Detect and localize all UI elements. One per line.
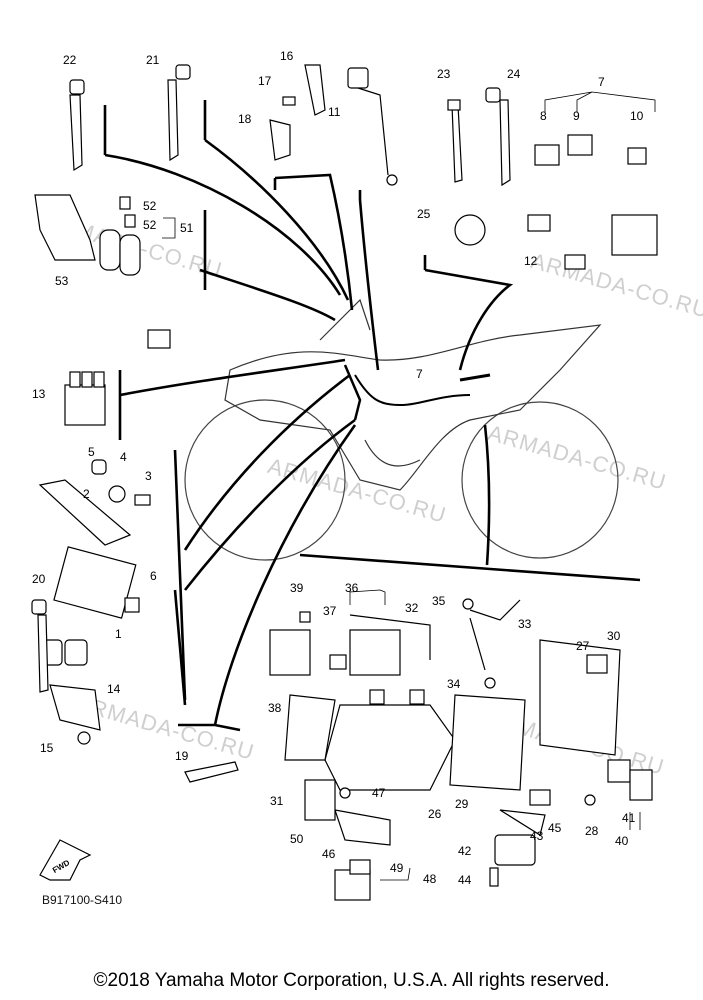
callout-44: 44: [458, 873, 472, 887]
callout-47: 47: [372, 786, 386, 800]
callout-16: 16: [280, 49, 294, 63]
callout-26: 26: [428, 807, 442, 821]
callout-1: 1: [115, 627, 122, 641]
callout-18: 18: [238, 112, 252, 126]
callout-53: 53: [55, 274, 69, 288]
callout-4: 4: [120, 450, 127, 464]
callout-36: 36: [345, 581, 359, 595]
callout-43: 43: [530, 829, 544, 843]
callout-22: 22: [63, 53, 77, 67]
callout-14: 14: [107, 682, 121, 696]
callout-30: 30: [607, 629, 621, 643]
callout-34: 34: [447, 677, 461, 691]
callout-49: 49: [390, 861, 404, 875]
callout-leaders: [162, 91, 656, 881]
callout-33: 33: [518, 617, 532, 631]
callout-35: 35: [432, 594, 446, 608]
callout-37: 37: [323, 604, 337, 618]
copyright-notice: ©2018 Yamaha Motor Corporation, U.S.A. A…: [93, 970, 610, 991]
callout-41: 41: [622, 811, 636, 825]
motorcycle-outline: [184, 298, 619, 561]
callout-21: 21: [146, 53, 160, 67]
callout-12: 12: [524, 254, 538, 268]
callout-42: 42: [458, 844, 472, 858]
callout-labels: 22 21 16 17 18 11 23 24 7 8 9 10 25 12 5…: [32, 49, 644, 887]
callout-17: 17: [258, 74, 272, 88]
callout-23: 23: [437, 67, 451, 81]
callout-25: 25: [417, 207, 431, 221]
callout-15: 15: [40, 741, 54, 755]
callout-27: 27: [576, 639, 590, 653]
callout-11: 11: [328, 105, 341, 119]
callout-40: 40: [615, 834, 629, 848]
callout-45: 45: [548, 821, 562, 835]
callout-50: 50: [290, 832, 304, 846]
callout-8: 8: [540, 109, 547, 123]
callout-20: 20: [32, 572, 46, 586]
callout-39: 39: [290, 581, 304, 595]
callout-3: 3: [145, 469, 152, 483]
callout-46: 46: [322, 847, 336, 861]
callout-24: 24: [507, 67, 521, 81]
callout-32: 32: [405, 601, 419, 615]
parts-shapes: [31, 64, 658, 901]
callout-2: 2: [83, 487, 90, 501]
callout-52: 52: [143, 199, 157, 213]
callout-29: 29: [455, 797, 469, 811]
callout-38: 38: [268, 701, 282, 715]
callout-48: 48: [423, 872, 437, 886]
callout-51: 51: [180, 221, 194, 235]
callout-31: 31: [270, 794, 284, 808]
diagram-code: B917100-S410: [42, 893, 123, 907]
callout-19: 19: [175, 749, 189, 763]
callout-52: 52: [143, 218, 157, 232]
callout-5: 5: [88, 445, 95, 459]
callout-13: 13: [32, 387, 46, 401]
callout-9: 9: [573, 109, 580, 123]
callout-10: 10: [630, 109, 644, 123]
callout-6: 6: [150, 569, 157, 583]
callout-7: 7: [416, 367, 423, 381]
callout-28: 28: [585, 824, 599, 838]
callout-7: 7: [598, 75, 605, 89]
leader-lines: [103, 100, 641, 732]
